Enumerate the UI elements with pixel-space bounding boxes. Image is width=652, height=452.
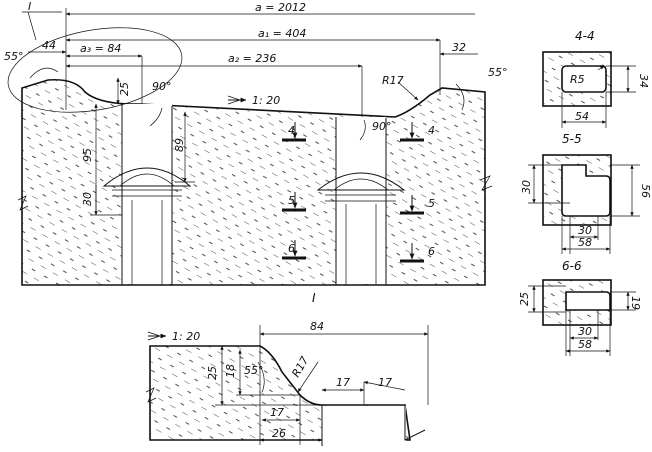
detail-angle-55: 55°	[244, 364, 264, 377]
dim-a3: a₃ = 84	[80, 42, 121, 55]
section-5-5: 5-5 30 56 30 58	[520, 132, 652, 254]
section-6-title: 6-6	[562, 259, 582, 273]
detail-dim-25: 25	[206, 366, 219, 380]
section-4-r5: R5	[570, 73, 585, 86]
dim-30: 30	[81, 192, 94, 206]
dim-95: 95	[81, 148, 94, 162]
dim-a2: a₂ = 236	[228, 52, 276, 65]
section-5-title: 5-5	[562, 132, 582, 146]
cut-label-5b: 5	[428, 197, 435, 210]
section-5-h56: 56	[639, 184, 652, 198]
detail-I-title: I	[312, 291, 316, 305]
angle-90-b: 90°	[372, 120, 392, 133]
leader-I-label: I	[28, 0, 31, 13]
detail-dim-17-a: 17	[336, 376, 350, 389]
bulb-right	[316, 172, 406, 191]
section-6-w58: 58	[578, 338, 592, 351]
dim-89: 89	[173, 138, 186, 152]
section-5-w58: 58	[578, 236, 592, 249]
detail-dim-18: 18	[224, 364, 237, 378]
angle-55-left: 55°	[4, 50, 24, 63]
section-5-h30: 30	[520, 180, 533, 194]
detail-r17: R17	[289, 354, 311, 379]
detail-dim-84: 84	[310, 320, 324, 333]
cut-label-5a: 5	[288, 194, 295, 207]
bulb-left	[102, 167, 192, 187]
main-view: I a = 2012 a₁ = 404 a₃ = 84 a₂ = 236 44 …	[4, 0, 508, 286]
section-4-4: 4-4 R5 54 34	[542, 29, 650, 128]
detail-dim-26: 26	[272, 427, 286, 440]
dim-44: 44	[42, 39, 56, 52]
section-5-w30: 30	[578, 224, 592, 237]
dim-a: a = 2012	[255, 1, 306, 14]
channel-right	[336, 117, 386, 284]
channel-left	[122, 104, 172, 284]
cut-label-6b: 6	[428, 245, 435, 258]
section-6-6: 6-6 25 19 30 58	[518, 259, 642, 356]
section-4-width: 54	[575, 110, 589, 123]
section-6-h25: 25	[518, 292, 531, 306]
section-4-title: 4-4	[575, 29, 595, 43]
main-body	[21, 78, 486, 286]
section-6-h19: 19	[629, 296, 642, 310]
slope-label: 1: 20	[252, 94, 280, 107]
cut-label-4b: 4	[428, 124, 435, 137]
dim-32: 32	[452, 41, 466, 54]
detail-I: I 1: 20 84 25 18 55° R17 17 17 17 26	[145, 291, 429, 446]
radius-r17: R17	[382, 74, 404, 87]
detail-dim-17-c: 17	[270, 406, 284, 419]
angle-55-right: 55°	[488, 66, 508, 79]
cut-label-6a: 6	[288, 242, 295, 255]
dim-a1: a₁ = 404	[258, 27, 306, 40]
dim-25: 25	[118, 82, 131, 96]
section-6-w30: 30	[578, 325, 592, 338]
section-4-height: 34	[637, 74, 650, 88]
detail-dim-17-b: 17	[378, 376, 392, 389]
detail-slope-label: 1: 20	[172, 330, 200, 343]
cut-label-4a: 4	[288, 124, 295, 137]
angle-90-a: 90°	[152, 80, 172, 93]
